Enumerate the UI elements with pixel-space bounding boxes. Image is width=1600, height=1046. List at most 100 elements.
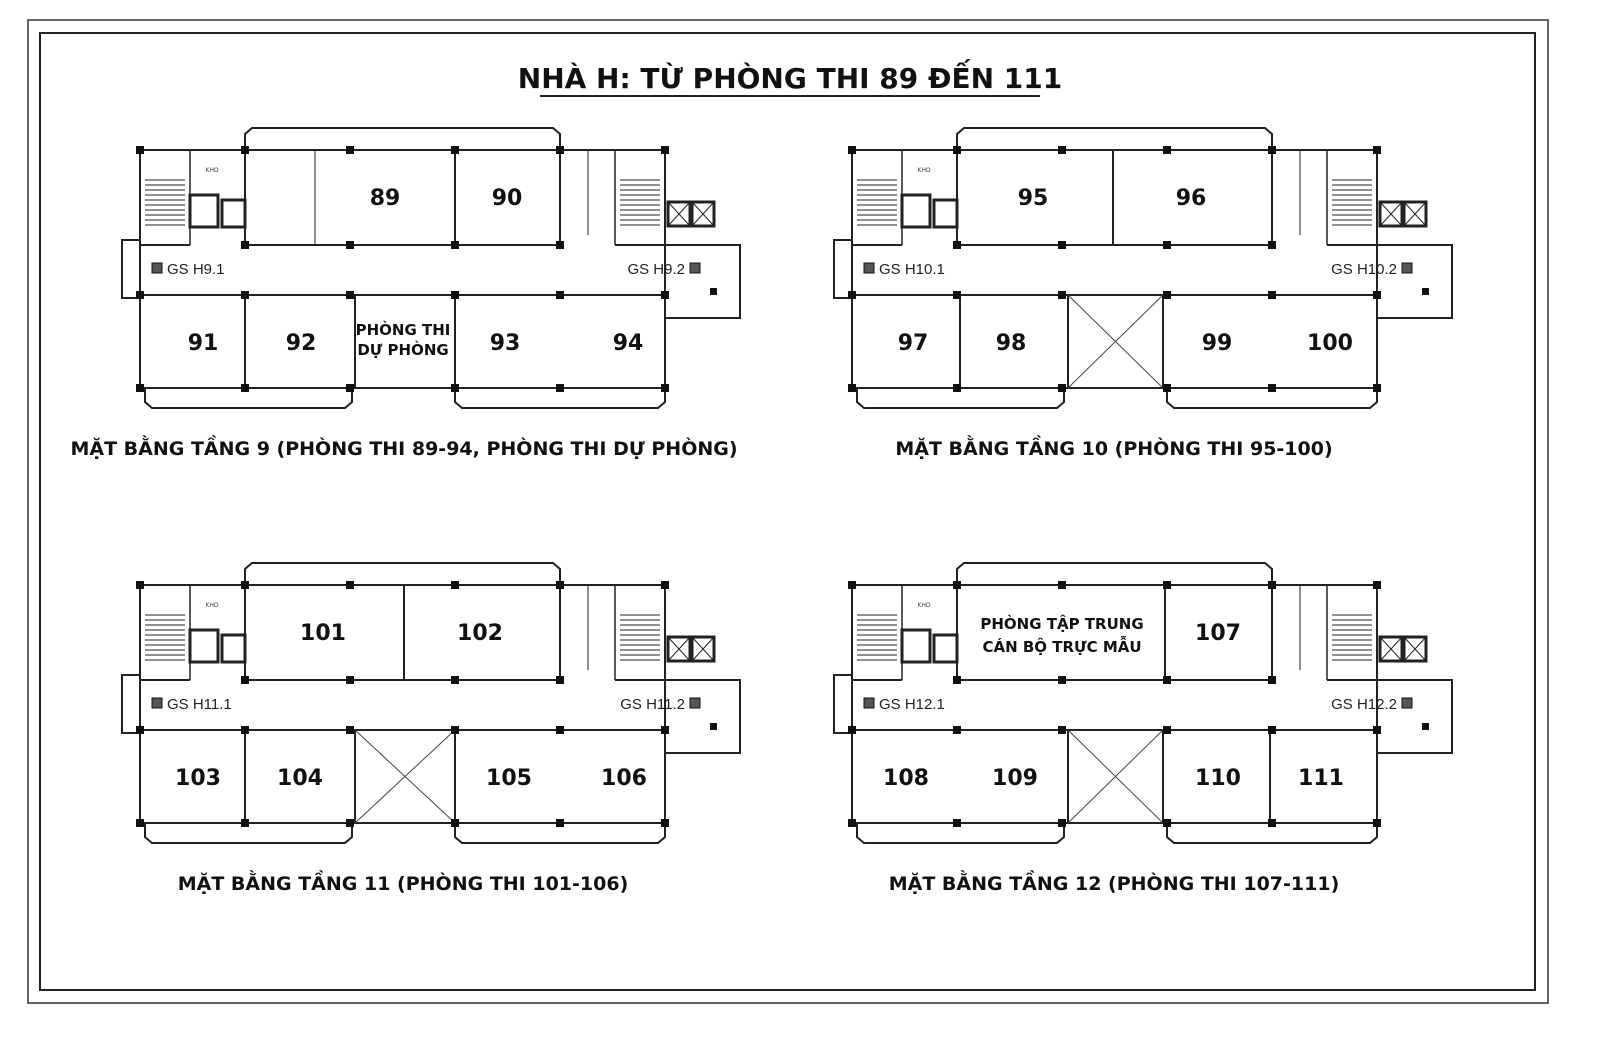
column (661, 291, 669, 299)
column (1163, 291, 1171, 299)
floor-caption: MẶT BẰNG TẦNG 10 (PHÒNG THI 95-100) (895, 434, 1332, 460)
column (1373, 726, 1381, 734)
page-title: NHÀ H: TỪ PHÒNG THI 89 ĐẾN 111 (518, 58, 1062, 95)
column (848, 581, 856, 589)
column (241, 241, 249, 249)
room-label: 106 (601, 766, 647, 791)
top-balcony (244, 127, 561, 150)
room-label: DỰ PHÒNG (357, 340, 448, 359)
gs-label-right: GS H9.2 (627, 261, 685, 278)
room-label: 96 (1176, 186, 1207, 211)
column (1268, 726, 1276, 734)
column (953, 241, 961, 249)
column (451, 384, 459, 392)
atrium-void (354, 729, 456, 824)
column (848, 819, 856, 827)
column (1268, 241, 1276, 249)
elevator (1402, 200, 1428, 228)
room-label: 91 (188, 331, 219, 356)
column (346, 384, 354, 392)
kho-label: KHO (205, 168, 218, 174)
column (1373, 384, 1381, 392)
column (451, 241, 459, 249)
camera-icon (1401, 697, 1413, 709)
column (1373, 291, 1381, 299)
room-label: 104 (277, 766, 323, 791)
column (1163, 726, 1171, 734)
column (346, 241, 354, 249)
left-balcony (833, 674, 853, 734)
room-label: 90 (492, 186, 523, 211)
inner-border (39, 32, 1536, 991)
column (556, 819, 564, 827)
room-label: 98 (996, 331, 1027, 356)
elevator (666, 635, 692, 663)
column (1058, 291, 1066, 299)
column (1058, 676, 1066, 684)
column (1163, 819, 1171, 827)
column (661, 726, 669, 734)
column (1268, 291, 1276, 299)
floor-caption: MẶT BẰNG TẦNG 9 (PHÒNG THI 89-94, PHÒNG … (70, 434, 737, 460)
column (1058, 384, 1066, 392)
room-label: PHÒNG TẬP TRUNG (980, 613, 1143, 633)
column (1058, 726, 1066, 734)
column (1058, 146, 1066, 154)
camera-icon (151, 262, 163, 274)
column (1163, 384, 1171, 392)
bottom-balcony (856, 823, 1378, 844)
column (1373, 146, 1381, 154)
room-label: 100 (1307, 331, 1353, 356)
camera-icon (1401, 262, 1413, 274)
column (556, 146, 564, 154)
column (241, 726, 249, 734)
column (661, 581, 669, 589)
column (451, 291, 459, 299)
column (241, 819, 249, 827)
column (241, 291, 249, 299)
atrium-void (1067, 729, 1164, 824)
column (953, 146, 961, 154)
column (953, 819, 961, 827)
column (953, 291, 961, 299)
column (848, 384, 856, 392)
column (953, 384, 961, 392)
left-balcony (121, 674, 141, 734)
atrium-void (1067, 294, 1164, 389)
column (1268, 819, 1276, 827)
column (136, 291, 144, 299)
bottom-balcony (856, 388, 1378, 409)
column (1058, 241, 1066, 249)
gs-label-left: GS H12.1 (879, 696, 945, 713)
column (346, 726, 354, 734)
bottom-balcony (144, 823, 666, 844)
top-balcony (956, 562, 1273, 585)
top-balcony (244, 562, 561, 585)
right-extension (1377, 244, 1453, 319)
kho-label: KHO (917, 603, 930, 609)
room-label: 94 (613, 331, 644, 356)
elevator (690, 200, 716, 228)
room-label: 92 (286, 331, 317, 356)
column (1373, 819, 1381, 827)
column (136, 384, 144, 392)
column (241, 384, 249, 392)
room-label: 99 (1202, 331, 1233, 356)
column (136, 581, 144, 589)
room-label: 97 (898, 331, 929, 356)
camera-icon (689, 262, 701, 274)
column (1268, 581, 1276, 589)
column (661, 819, 669, 827)
column (556, 676, 564, 684)
elevator (1378, 200, 1404, 228)
room-label: CÁN BỘ TRỰC MẪU (982, 635, 1141, 656)
column (136, 819, 144, 827)
camera-icon (863, 262, 875, 274)
column (451, 819, 459, 827)
column (848, 291, 856, 299)
floor-caption: MẶT BẰNG TẦNG 12 (PHÒNG THI 107-111) (889, 869, 1340, 895)
left-balcony (833, 239, 853, 299)
column (848, 726, 856, 734)
right-extension (1377, 679, 1453, 754)
